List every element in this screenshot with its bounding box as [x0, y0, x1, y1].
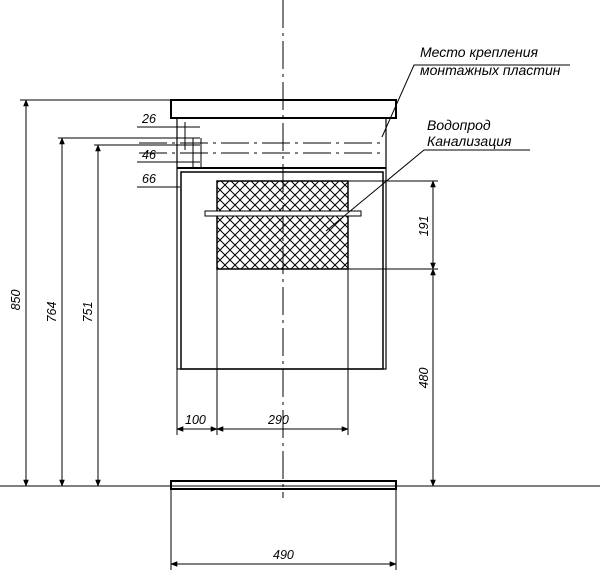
mount-plates-label-1: Место крепления — [420, 44, 539, 60]
mount-plates-leader — [381, 64, 570, 138]
dim-480: 480 — [417, 368, 431, 389]
dim-290: 290 — [267, 413, 289, 427]
dim-66: 66 — [142, 172, 156, 186]
cutout-bar — [204, 210, 362, 217]
dim-191: 191 — [417, 216, 431, 237]
utilities-leader — [325, 149, 530, 232]
water-supply-label: Водопрод — [427, 117, 491, 133]
utility-cutout — [216, 180, 349, 270]
dim-490: 490 — [273, 548, 294, 562]
cabinet-inner-face — [180, 171, 384, 370]
dim-26: 26 — [141, 112, 156, 126]
sewer-label: Канализация — [427, 133, 512, 149]
plinth — [170, 480, 397, 490]
mount-plates-label-2: монтажных пластин — [420, 62, 561, 78]
dim-100: 100 — [185, 413, 206, 427]
dim-764: 764 — [45, 302, 59, 323]
dim-46: 46 — [142, 148, 156, 162]
dim-751: 751 — [81, 302, 95, 323]
dim-850: 850 — [9, 290, 23, 311]
